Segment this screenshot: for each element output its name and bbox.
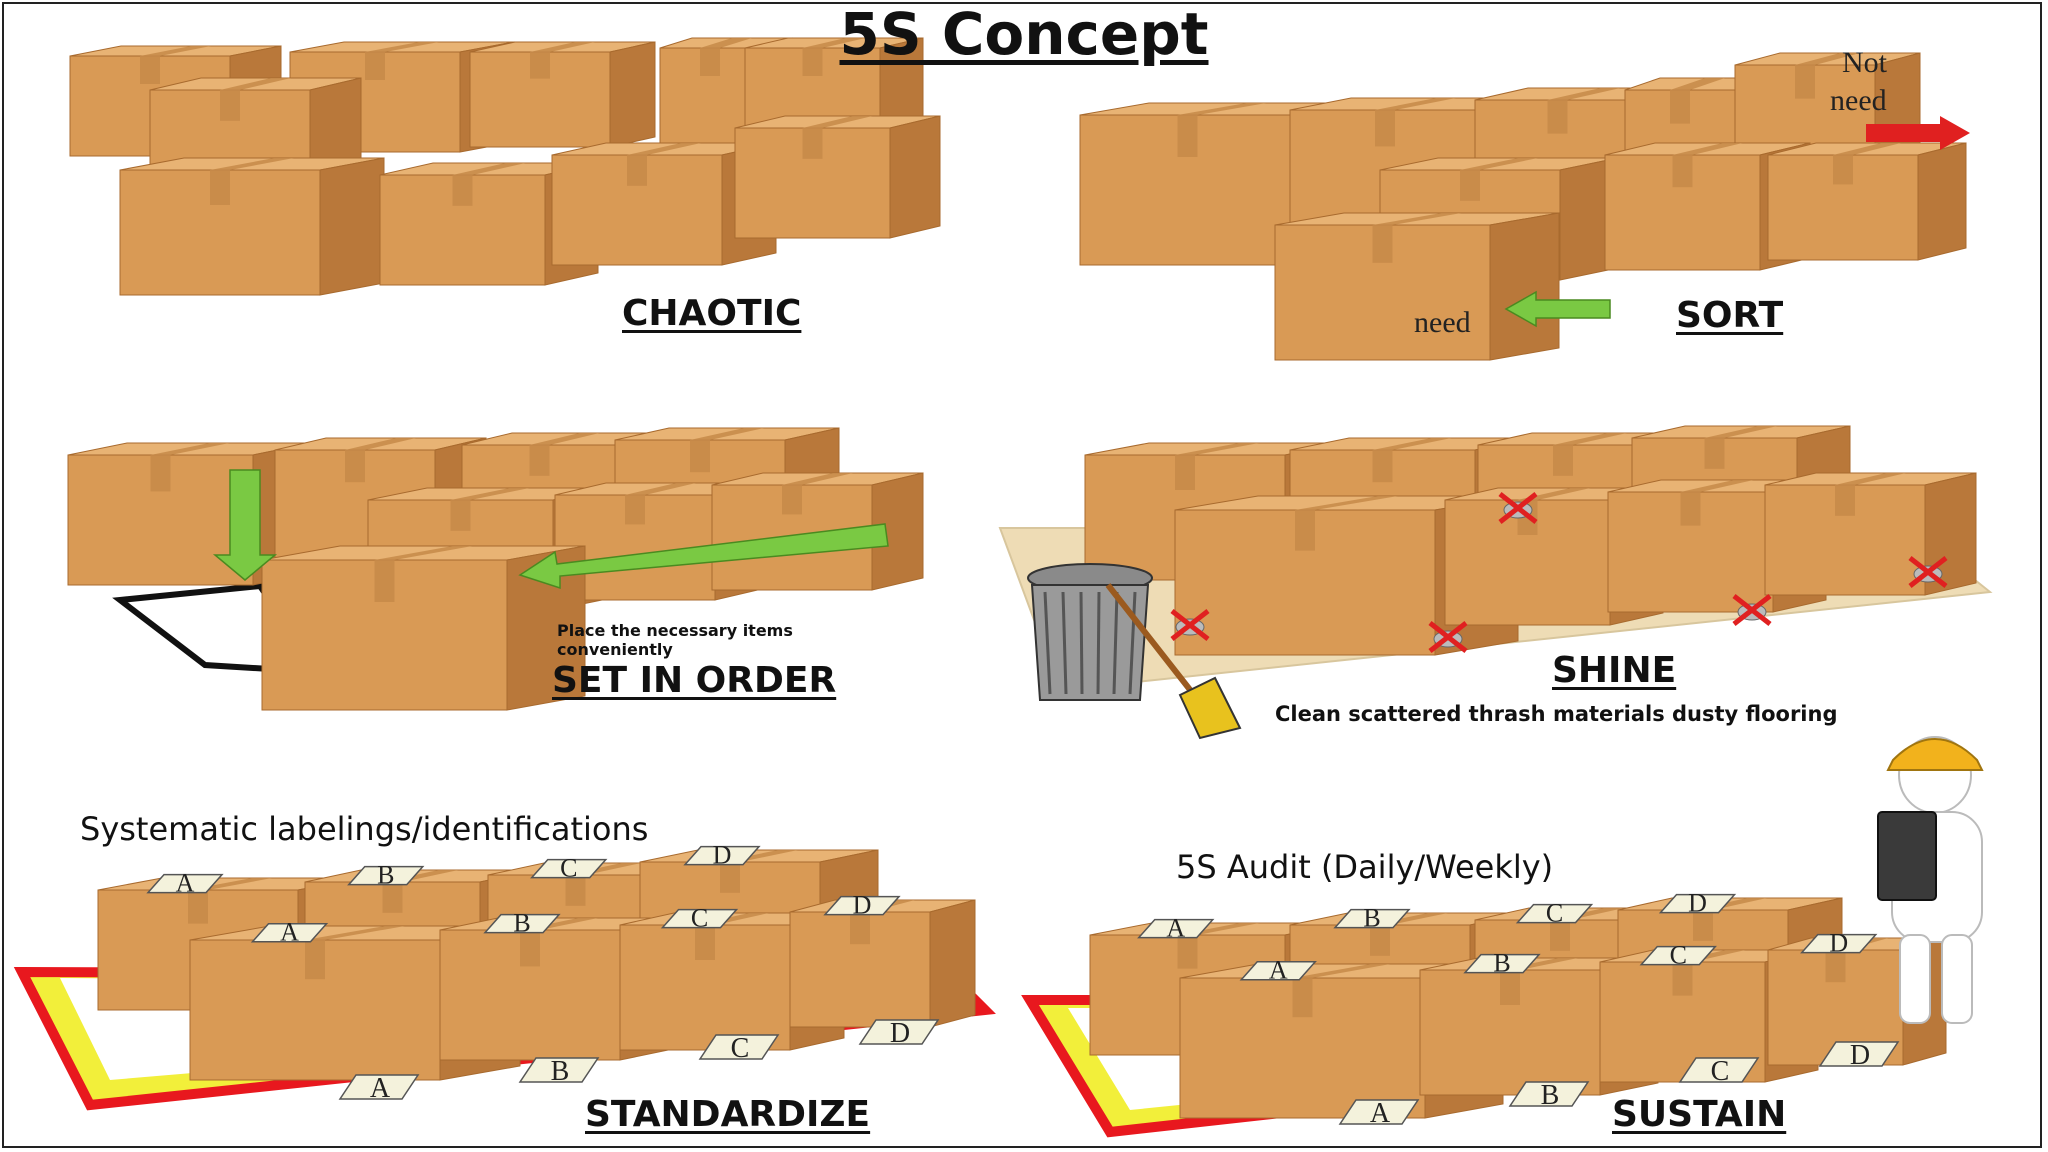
red-cross-icon <box>1908 556 1948 588</box>
box-label-tag: A <box>1137 914 1215 943</box>
cardboard-box-icon <box>1274 212 1560 361</box>
svg-text:C: C <box>1546 899 1563 928</box>
floor-label-tag: C <box>698 1033 780 1064</box>
cardboard-box-icon <box>119 157 385 296</box>
svg-text:D: D <box>1829 929 1848 958</box>
svg-text:C: C <box>1711 1056 1730 1087</box>
box-label-tag: B <box>347 861 425 890</box>
green-arrow-left-icon <box>518 523 889 590</box>
broom-icon <box>1105 583 1242 740</box>
box-label-tag: C <box>530 854 608 883</box>
box-label-tag: A <box>1239 956 1317 985</box>
svg-text:B: B <box>1541 1080 1560 1111</box>
label-shine: SHINE <box>1552 650 1677 691</box>
not-need-text-line2: need <box>1830 84 1887 117</box>
svg-text:B: B <box>551 1056 570 1087</box>
svg-text:A: A <box>1370 1098 1391 1129</box>
floor-label-tag: C <box>1678 1056 1760 1087</box>
set-in-order-note-line1: Place the necessary items <box>557 621 793 640</box>
shine-note: Clean scattered thrash materials dusty f… <box>1275 702 1838 726</box>
box-label-tag: A <box>146 869 224 898</box>
red-arrow-right-icon <box>1866 116 1970 150</box>
need-text: need <box>1414 306 1471 339</box>
svg-text:A: A <box>280 918 299 947</box>
cardboard-box-icon <box>1764 472 1977 596</box>
box-label-tag: B <box>1333 904 1411 933</box>
svg-text:C: C <box>691 904 708 933</box>
box-label-tag: A <box>250 918 329 947</box>
svg-text:C: C <box>560 854 577 883</box>
box-label-tag: D <box>1800 929 1878 958</box>
svg-text:A: A <box>370 1073 391 1104</box>
not-need-text-line1: Not <box>1842 46 1887 79</box>
sustain-caption: 5S Audit (Daily/Weekly) <box>1176 848 1554 886</box>
svg-text:B: B <box>513 909 530 938</box>
svg-text:B: B <box>377 861 394 890</box>
cardboard-box-icon <box>261 545 586 711</box>
set-in-order-note-line2: conveniently <box>557 640 673 659</box>
cardboard-box-icon: D <box>789 891 976 1028</box>
green-arrow-left-icon <box>1504 290 1611 328</box>
svg-text:B: B <box>1493 949 1510 978</box>
box-label-tag: C <box>1639 941 1717 970</box>
svg-text:C: C <box>731 1033 750 1064</box>
svg-text:D: D <box>890 1018 910 1049</box>
svg-text:D: D <box>713 841 732 870</box>
trash-can-icon <box>1027 563 1153 701</box>
box-label-tag: D <box>683 841 761 870</box>
box-label-tag: D <box>823 891 901 920</box>
svg-text:A: A <box>1269 956 1288 985</box>
svg-text:A: A <box>1166 914 1185 943</box>
box-label-tag: C <box>1515 899 1594 928</box>
box-label-tag: B <box>483 909 561 938</box>
red-cross-icon <box>1732 594 1772 626</box>
standardize-caption: Systematic labelings/identifications <box>80 810 649 848</box>
label-sort: SORT <box>1676 295 1784 336</box>
floor-label-tag: D <box>858 1018 940 1049</box>
svg-text:A: A <box>176 869 195 898</box>
svg-text:D: D <box>853 891 872 920</box>
svg-text:D: D <box>1688 889 1707 918</box>
label-sustain: SUSTAIN <box>1612 1094 1787 1135</box>
label-set-in-order: SET IN ORDER <box>552 660 837 701</box>
label-chaotic: CHAOTIC <box>622 293 802 334</box>
red-cross-icon <box>1170 609 1210 641</box>
cardboard-box-icon <box>1767 142 1967 261</box>
cardboard-box-icon <box>469 41 656 148</box>
floor-label-tag: B <box>518 1056 600 1087</box>
red-cross-icon <box>1498 492 1538 524</box>
worker-with-clipboard-icon <box>1877 736 1984 1024</box>
box-label-tag: B <box>1463 949 1541 978</box>
svg-text:D: D <box>1850 1040 1870 1071</box>
cardboard-box-icon <box>734 115 941 239</box>
floor-label-tag: A <box>1338 1098 1420 1129</box>
floor-label-tag: B <box>1508 1080 1590 1111</box>
green-arrow-down-icon <box>212 469 278 581</box>
box-label-tag: D <box>1658 889 1737 918</box>
svg-text:C: C <box>1670 941 1687 970</box>
red-cross-icon <box>1428 621 1468 653</box>
box-label-tag: C <box>660 904 739 933</box>
label-standardize: STANDARDIZE <box>585 1094 871 1135</box>
floor-label-tag: A <box>338 1073 420 1104</box>
svg-text:B: B <box>1363 904 1380 933</box>
page-title: 5S Concept <box>839 0 1209 68</box>
floor-label-tag: D <box>1818 1040 1900 1071</box>
